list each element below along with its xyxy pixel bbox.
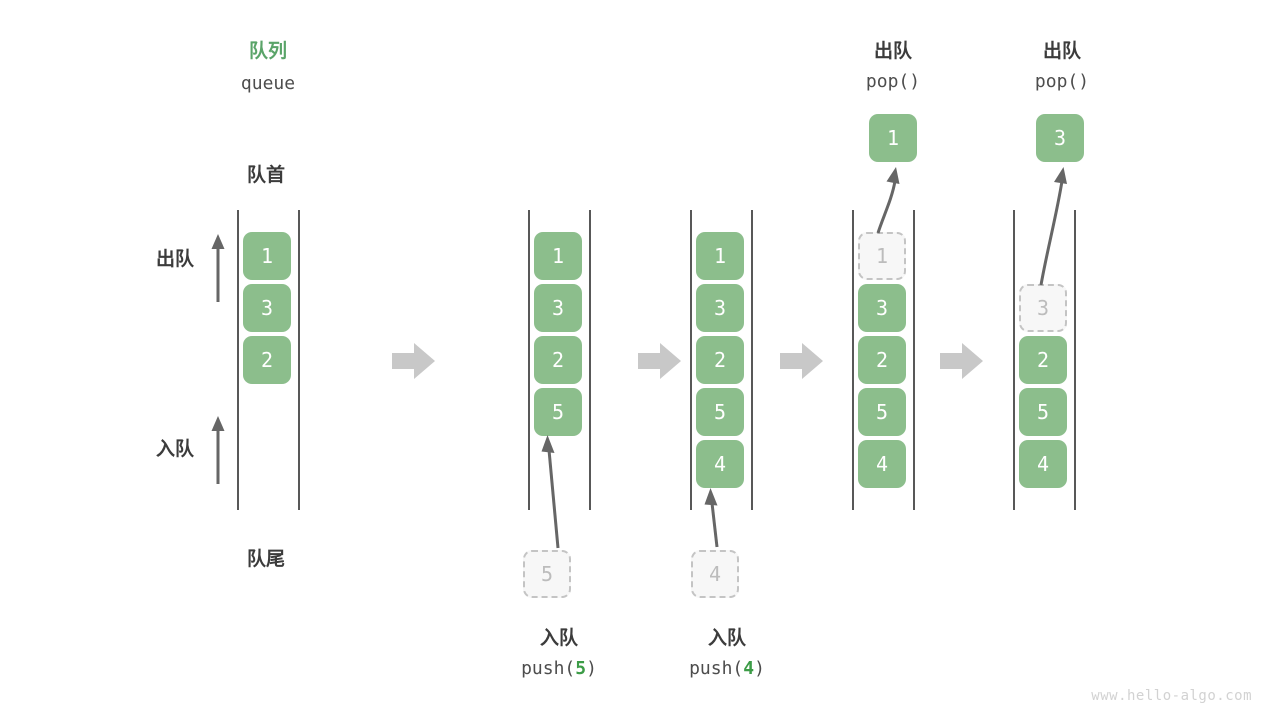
rail-left-pop1 [852,210,854,510]
cell-pop3-1: 2 [1019,336,1067,384]
pop-1-op-label: 出队 [873,40,913,62]
cell-pop1-3: 5 [858,388,906,436]
rail-left-push5 [528,210,530,510]
push-5-op-code: push(5) [521,658,597,679]
push-4-op-code: push(4) [689,658,765,679]
rail-left-push4 [690,210,692,510]
push-5-code-prefix: push( [521,658,576,679]
rail-right-push5 [589,210,591,510]
cell-push4-2: 2 [696,336,744,384]
rear-label: 队尾 [246,548,286,570]
cell-pop3-2: 5 [1019,388,1067,436]
push-4-op-label: 入队 [707,627,747,649]
cell-push5-3: 5 [534,388,582,436]
dequeue-direction-label: 出队 [155,248,195,270]
cell-pop1-4: 4 [858,440,906,488]
push-5-code-suffix: ) [586,658,597,679]
rail-right-push4 [751,210,753,510]
front-label: 队首 [246,164,286,186]
watermark: www.hello-algo.com [1091,688,1252,704]
cell-pop1-1: 3 [858,284,906,332]
incoming-cell-5: 5 [523,550,571,598]
push-4-code-suffix: ) [754,658,765,679]
cell-initial-0: 1 [243,232,291,280]
enqueue-direction-label: 入队 [155,438,195,460]
flow-arrow-3-icon [780,341,824,381]
popped-cell-1: 1 [869,114,917,162]
cell-push4-1: 3 [696,284,744,332]
dequeue-direction-arrow-icon [208,232,228,304]
push-5-op-label: 入队 [539,627,579,649]
push-4-code-value: 4 [743,658,755,679]
incoming-cell-4: 4 [691,550,739,598]
flow-arrow-2-icon [638,341,682,381]
cell-pop1-ghost-0: 1 [858,232,906,280]
flow-arrow-4-icon [940,341,984,381]
cell-push4-4: 4 [696,440,744,488]
queue-title-en: queue [240,73,296,94]
push-4-arrow-icon [702,485,736,549]
flow-arrow-1-icon [392,341,436,381]
rail-right-pop3 [1074,210,1076,510]
rail-right-pop1 [913,210,915,510]
pop-1-arrow-icon [870,165,910,235]
push-5-code-value: 5 [575,658,587,679]
pop-3-arrow-icon [1033,165,1077,287]
cell-pop1-2: 2 [858,336,906,384]
rail-left-pop3 [1013,210,1015,510]
cell-push4-3: 5 [696,388,744,436]
queue-title-cn: 队列 [248,40,288,62]
cell-pop3-3: 4 [1019,440,1067,488]
pop-3-op-code: pop() [1034,71,1090,92]
cell-push5-2: 2 [534,336,582,384]
popped-cell-3: 3 [1036,114,1084,162]
cell-pop3-ghost-0: 3 [1019,284,1067,332]
cell-initial-2: 2 [243,336,291,384]
push-5-arrow-icon [540,432,580,550]
pop-3-op-label: 出队 [1042,40,1082,62]
enqueue-direction-arrow-icon [208,414,228,486]
cell-push5-0: 1 [534,232,582,280]
rail-right-initial [298,210,300,510]
pop-1-op-code: pop() [865,71,921,92]
push-4-code-prefix: push( [689,658,744,679]
cell-push5-1: 3 [534,284,582,332]
cell-initial-1: 3 [243,284,291,332]
cell-push4-0: 1 [696,232,744,280]
rail-left-initial [237,210,239,510]
